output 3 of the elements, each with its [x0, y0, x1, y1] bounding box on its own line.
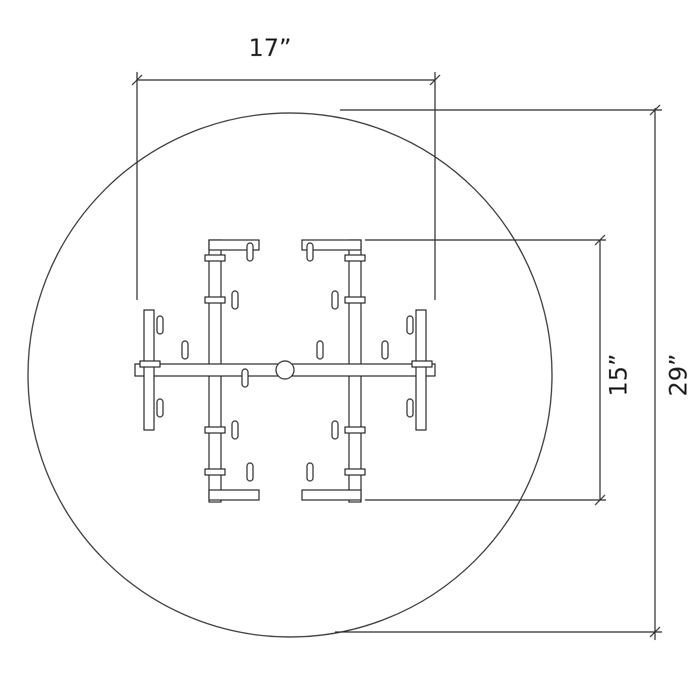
dimension-label: 15” — [606, 354, 630, 396]
dimension-label: 17” — [248, 36, 292, 60]
dimension-label: 29” — [666, 354, 690, 396]
